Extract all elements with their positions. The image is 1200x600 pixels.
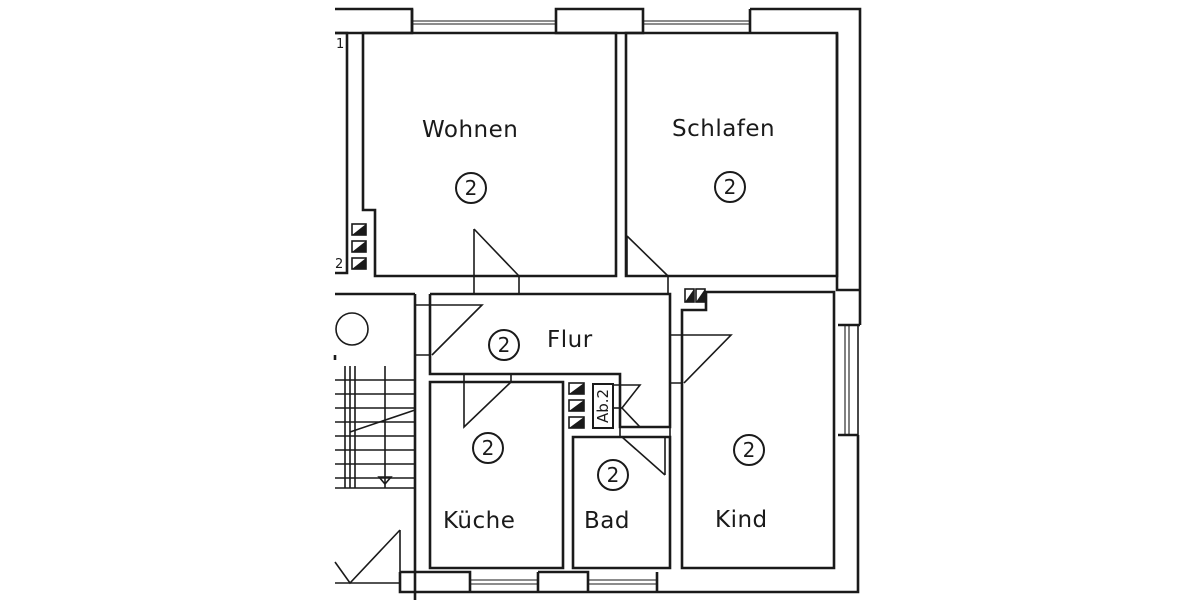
vent-blocks-wohnen [351,223,367,270]
room-label-bad: Bad [584,508,630,534]
room-bad-outline [571,435,672,570]
window-kueche [400,570,540,592]
room-kueche-outline [428,380,565,570]
room-label-kind: Kind [715,507,768,533]
room-label-flur: Flur [547,327,593,353]
vent-blocks-flur [568,382,585,429]
staircase [334,312,416,585]
shaft-label-box: Ab.2 [592,383,614,429]
room-number-kind: 2 [733,434,765,466]
room-label-wohnen: Wohnen [422,117,519,143]
shaft-label: Ab.2 [594,388,613,424]
room-number-wohnen: 2 [455,172,487,204]
window-schlafen [643,20,750,34]
room-schlafen-outline [624,31,839,278]
room-kind-outline [680,290,836,570]
room-number-kueche: 2 [472,432,504,464]
room-label-kueche: Küche [443,508,516,534]
room-label-schlafen: Schlafen [672,116,776,142]
window-kind [838,325,859,437]
window-wohnen [412,20,556,34]
room-flur-outline [428,292,672,429]
window-bad [538,570,659,592]
room-number-bad: 2 [597,459,629,491]
room-number-flur: 2 [488,329,520,361]
left-marker-top: 1 [336,37,345,52]
room-number-schlafen: 2 [714,171,746,203]
room-wohnen-outline [361,31,618,278]
left-marker-bottom: 2 [335,257,344,272]
vent-blocks-kind [684,288,706,303]
